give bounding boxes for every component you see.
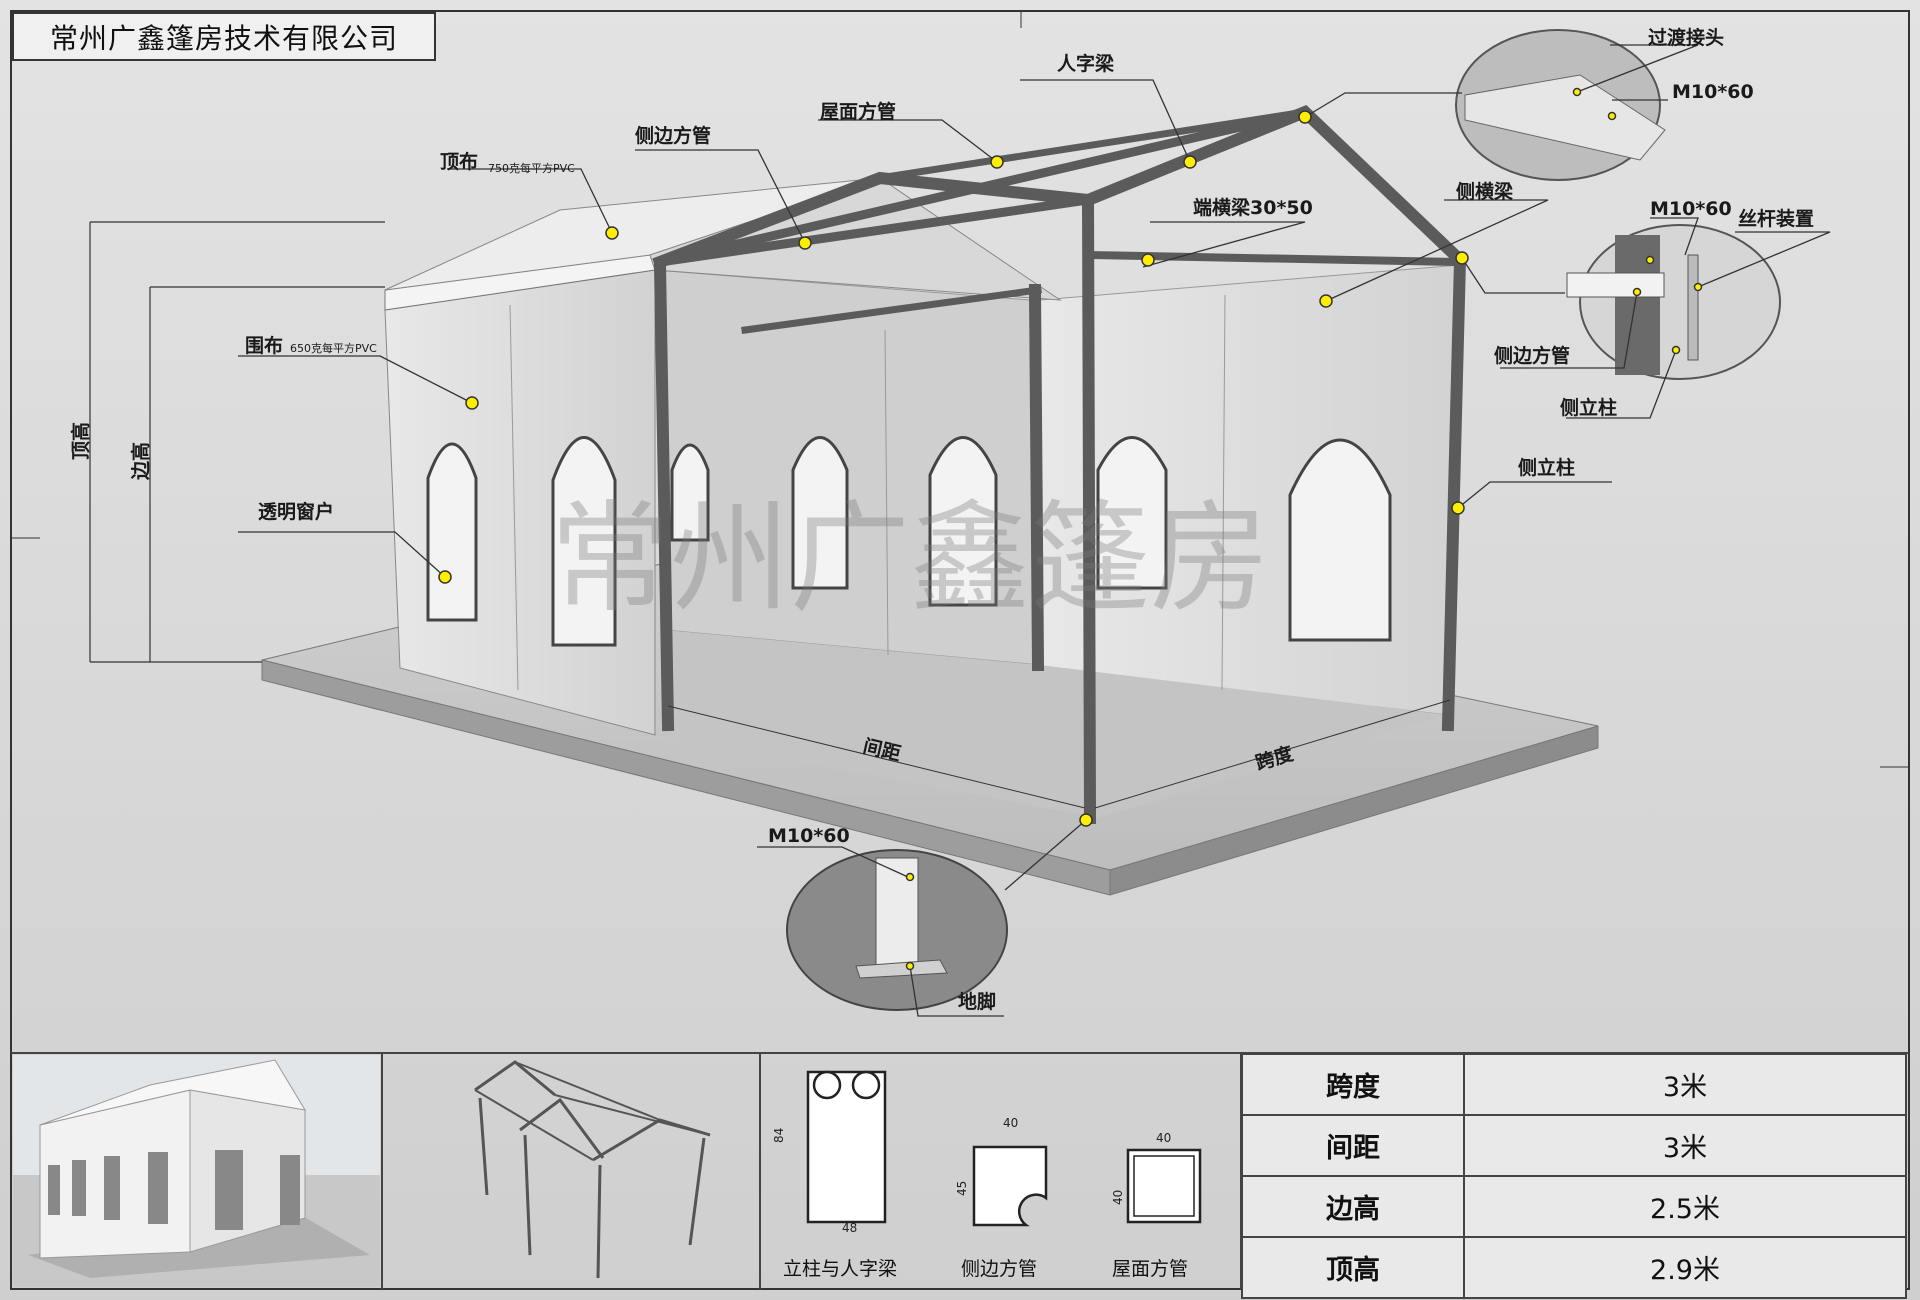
window-1 bbox=[426, 442, 478, 622]
label-end-beam: 端横梁30*50 bbox=[1193, 196, 1313, 219]
profile-post-width: 48 bbox=[842, 1221, 857, 1235]
spec-key: 边高 bbox=[1241, 1175, 1465, 1238]
marker-side-post bbox=[1451, 501, 1465, 515]
company-title: 常州广鑫篷房技术有限公司 bbox=[12, 12, 436, 61]
spec-value: 2.5米 bbox=[1463, 1175, 1907, 1238]
thumbnail-tent bbox=[13, 1055, 380, 1287]
label-m10-c: M10*60 bbox=[768, 825, 850, 847]
spec-value: 2.9米 bbox=[1463, 1236, 1907, 1299]
label-wall-fabric: 围布 bbox=[245, 334, 283, 357]
marker-side-beam bbox=[1319, 294, 1333, 308]
marker-end-beam bbox=[1141, 253, 1155, 267]
leader-lines bbox=[238, 44, 1831, 1017]
window-4 bbox=[791, 436, 849, 590]
detail-bubble-base bbox=[786, 849, 1008, 1011]
window-7 bbox=[1288, 438, 1392, 642]
window-6 bbox=[1096, 436, 1168, 590]
label-side-tube: 侧边方管 bbox=[635, 124, 711, 147]
callout-markers bbox=[438, 87, 1703, 971]
profile-roof bbox=[1126, 1148, 1202, 1224]
profile-post-caption: 立柱与人字梁 bbox=[783, 1258, 897, 1280]
label-base-plate: 地脚 bbox=[958, 990, 996, 1013]
top-height-label: 顶高 bbox=[69, 422, 92, 460]
label-side-beam: 侧横梁 bbox=[1456, 180, 1514, 203]
thumbnail-frame bbox=[474, 1060, 711, 1279]
outer-border bbox=[10, 10, 1910, 1290]
marker-base bbox=[1079, 813, 1093, 827]
marker-wall-fabric bbox=[465, 396, 479, 410]
profile-side-width: 40 bbox=[1003, 1116, 1018, 1130]
marker-a-beam bbox=[1183, 155, 1197, 169]
detail-bubble-transition bbox=[1455, 29, 1666, 181]
spec-value: 3米 bbox=[1463, 1053, 1907, 1116]
marker-side-beam-end bbox=[1455, 251, 1469, 265]
profile-side-caption: 侧边方管 bbox=[961, 1258, 1037, 1280]
marker-side-tube bbox=[798, 236, 812, 250]
window-3 bbox=[670, 443, 710, 542]
label-side-tube-b: 侧边方管 bbox=[1494, 344, 1570, 367]
label-window: 透明窗户 bbox=[258, 500, 334, 523]
profile-post-height: 84 bbox=[772, 1128, 786, 1143]
profile-side-height: 45 bbox=[955, 1181, 969, 1196]
window-5 bbox=[928, 436, 998, 607]
marker-top-fabric bbox=[605, 226, 619, 240]
profile-roof-height: 40 bbox=[1111, 1190, 1125, 1205]
profile-side bbox=[972, 1145, 1048, 1227]
profile-roof-width: 40 bbox=[1156, 1131, 1171, 1145]
interior-floor bbox=[660, 630, 1448, 818]
label-roof-tube: 屋面方管 bbox=[820, 100, 896, 123]
spec-key: 顶高 bbox=[1241, 1236, 1465, 1299]
label-m10-b: M10*60 bbox=[1650, 198, 1732, 220]
spec-key: 跨度 bbox=[1241, 1053, 1465, 1116]
frame bbox=[652, 104, 1469, 825]
label-side-post-b: 侧立柱 bbox=[1560, 396, 1617, 419]
height-dimensions bbox=[89, 221, 385, 663]
label-m10-a: M10*60 bbox=[1672, 81, 1754, 103]
label-top-fabric-spec: 750克每平方PVC bbox=[488, 161, 575, 175]
profile-roof-caption: 屋面方管 bbox=[1112, 1258, 1188, 1280]
watermark: 常州广鑫篷房 bbox=[550, 490, 1270, 629]
label-transition: 过渡接头 bbox=[1648, 26, 1724, 49]
windows bbox=[426, 436, 1392, 647]
label-wall-fabric-spec: 650克每平方PVC bbox=[290, 341, 377, 355]
window-2 bbox=[551, 436, 617, 647]
label-side-post: 侧立柱 bbox=[1518, 456, 1575, 479]
marker-window bbox=[438, 570, 452, 584]
label-a-beam: 人字梁 bbox=[1057, 52, 1115, 75]
spec-value: 3米 bbox=[1463, 1114, 1907, 1177]
label-screw-device: 丝杆装置 bbox=[1738, 207, 1814, 230]
profile-post bbox=[806, 1070, 887, 1224]
marker-roof-tube bbox=[990, 155, 1004, 169]
side-height-label: 边高 bbox=[129, 442, 152, 481]
marker-transition bbox=[1298, 110, 1312, 124]
floor-dimensions bbox=[667, 699, 1451, 809]
spec-key: 间距 bbox=[1241, 1114, 1465, 1177]
label-top-fabric: 顶布 bbox=[440, 150, 478, 173]
